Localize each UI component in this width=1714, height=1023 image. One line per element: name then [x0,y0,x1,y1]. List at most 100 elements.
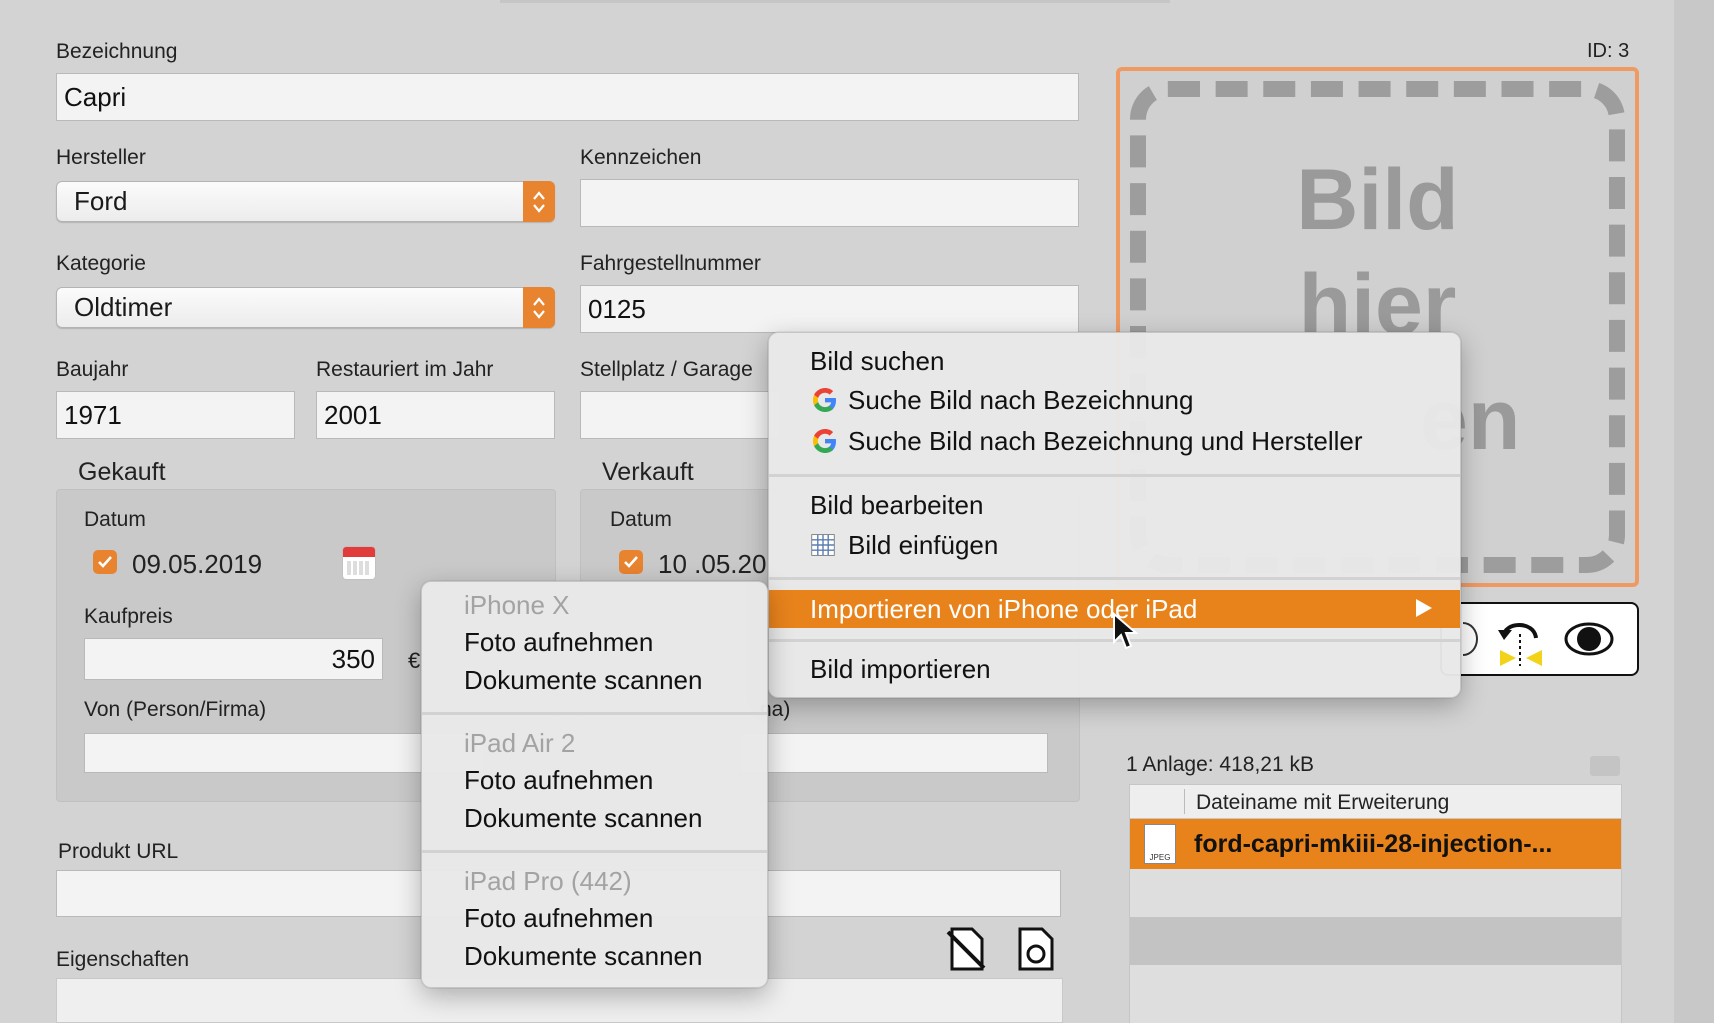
menu-item-label: Suche Bild nach Bezeichnung [848,384,1194,415]
menu-item-import-iphone-ipad[interactable]: Importieren von iPhone oder iPad [769,590,1460,628]
menu-item-label: Foto aufnehmen [464,764,654,795]
kategorie-label: Kategorie [56,252,146,275]
baujahr-label: Baujahr [56,358,129,381]
menu-item-label: Importieren von iPhone oder iPad [810,593,1198,624]
menu-separator [769,577,1460,580]
device-header-iphone-x: iPhone X [422,587,767,623]
menu-item-suche-bezeichnung-hersteller[interactable]: Suche Bild nach Bezeichnung und Herstell… [769,423,1460,459]
hersteller-stepper[interactable] [523,181,555,222]
menu-item-dokumente-scannen[interactable]: Dokumente scannen [422,662,767,698]
verkauft-datum-value[interactable]: 10 .05.20 [658,549,767,579]
chevron-updown-icon [533,296,545,319]
menu-item-dokumente-scannen[interactable]: Dokumente scannen [422,800,767,836]
kaufpreis-label: Kaufpreis [84,605,173,628]
top-divider [500,0,1170,3]
menu-item-label: Bild importieren [810,653,991,684]
verkauft-title: Verkauft [602,458,694,486]
menu-item-bild-bearbeiten[interactable]: Bild bearbeiten [769,487,1460,523]
von-input[interactable] [84,733,484,773]
eye-icon[interactable] [1564,620,1614,658]
kennzeichen-label: Kennzeichen [580,146,702,169]
attachments-table: Dateiname mit Erweiterung JPEG ford-capr… [1129,784,1622,1023]
von-label: Von (Person/Firma) [84,698,267,721]
filename-column-header: Dateiname mit Erweiterung [1196,791,1450,814]
table-row[interactable] [1130,917,1621,965]
window-right-edge [1674,0,1714,1023]
stellplatz-label: Stellplatz / Garage [580,358,753,381]
bezeichnung-label: Bezeichnung [56,40,178,63]
menu-item-label: Bild bearbeiten [810,489,984,520]
menu-item-label: Foto aufnehmen [464,902,654,933]
menu-item-foto-aufnehmen[interactable]: Foto aufnehmen [422,762,767,798]
fahrgestellnummer-label: Fahrgestellnummer [580,252,761,275]
menu-item-label: Foto aufnehmen [464,626,654,657]
menu-item-bild-suchen[interactable]: Bild suchen [769,343,1460,379]
device-name: iPad Air 2 [464,727,576,758]
menu-item-bild-einfuegen[interactable]: Bild einfügen [769,527,1460,563]
image-toolbar [1440,602,1639,676]
table-row[interactable] [1130,869,1621,917]
an-input[interactable] [740,733,1048,773]
menu-item-label: Dokumente scannen [464,802,703,833]
menu-separator [422,712,767,715]
restauriert-label: Restauriert im Jahr [316,358,494,381]
restauriert-input[interactable]: 2001 [316,391,555,439]
menu-item-label: Suche Bild nach Bezeichnung und Herstell… [848,425,1363,456]
hersteller-value: Ford [74,186,128,216]
gekauft-datum-checkbox[interactable] [93,550,117,574]
menu-item-dokumente-scannen[interactable]: Dokumente scannen [422,938,767,974]
produkt-url-label: Produkt URL [58,840,179,863]
gekauft-datum-label: Datum [84,508,146,531]
menu-item-label: Bild suchen [810,345,945,376]
menu-item-label: Dokumente scannen [464,664,703,695]
attachments-toggle[interactable] [1590,756,1620,776]
hersteller-select[interactable]: Ford [56,181,555,222]
drop-placeholder-line1: Bild [1296,152,1459,248]
menu-item-label: Dokumente scannen [464,940,703,971]
table-row[interactable] [1130,965,1621,1023]
verkauft-datum-checkbox[interactable] [619,550,643,574]
menu-item-suche-bezeichnung[interactable]: Suche Bild nach Bezeichnung [769,382,1460,418]
mouse-cursor-icon [1112,611,1139,652]
attachments-header[interactable]: Dateiname mit Erweiterung [1130,785,1621,819]
menu-item-label: Bild einfügen [848,529,999,560]
menu-separator [422,850,767,853]
currency-symbol: € [408,648,421,673]
calendar-icon[interactable] [343,547,375,579]
rotate-flip-icon[interactable] [1494,614,1548,666]
edit-document-icon[interactable] [944,926,988,972]
stellplatz-input[interactable] [580,391,780,439]
gekauft-datum-value[interactable]: 09.05.2019 [132,549,263,579]
jpeg-file-icon: JPEG [1144,824,1176,864]
verkauft-datum-label: Datum [610,508,672,531]
kaufpreis-input[interactable]: 350 [84,638,383,680]
baujahr-input[interactable]: 1971 [56,391,295,439]
attachments-summary: 1 Anlage: 418,21 kB [1126,753,1314,776]
kategorie-value: Oldtimer [74,292,173,322]
kategorie-select[interactable]: Oldtimer [56,287,555,328]
chevron-updown-icon [533,190,545,213]
recycle-document-icon[interactable] [1016,926,1056,972]
kategorie-stepper[interactable] [523,287,555,328]
menu-separator [769,474,1460,477]
fahrgestellnummer-input[interactable]: 0125 [580,285,1079,333]
checkmark-icon [624,556,638,568]
kennzeichen-input[interactable] [580,179,1079,227]
device-header-ipad-air-2: iPad Air 2 [422,725,767,761]
table-row[interactable]: JPEG ford-capri-mkiii-28-injection-... [1130,819,1621,869]
google-icon [813,388,836,412]
import-device-submenu: iPhone X Foto aufnehmen Dokumente scanne… [421,581,768,988]
menu-item-foto-aufnehmen[interactable]: Foto aufnehmen [422,900,767,936]
device-header-ipad-pro: iPad Pro (442) [422,863,767,899]
record-id: ID: 3 [1587,40,1630,62]
gekauft-title: Gekauft [78,458,166,486]
menu-item-foto-aufnehmen[interactable]: Foto aufnehmen [422,624,767,660]
google-icon [813,429,836,453]
attachment-filename: ford-capri-mkiii-28-injection-... [1194,830,1553,858]
menu-item-bild-importieren[interactable]: Bild importieren [769,651,1460,687]
checkmark-icon [98,556,112,568]
bezeichnung-input[interactable]: Capri [56,73,1079,121]
device-name: iPhone X [464,589,570,620]
device-name: iPad Pro (442) [464,865,632,896]
hersteller-label: Hersteller [56,146,146,169]
